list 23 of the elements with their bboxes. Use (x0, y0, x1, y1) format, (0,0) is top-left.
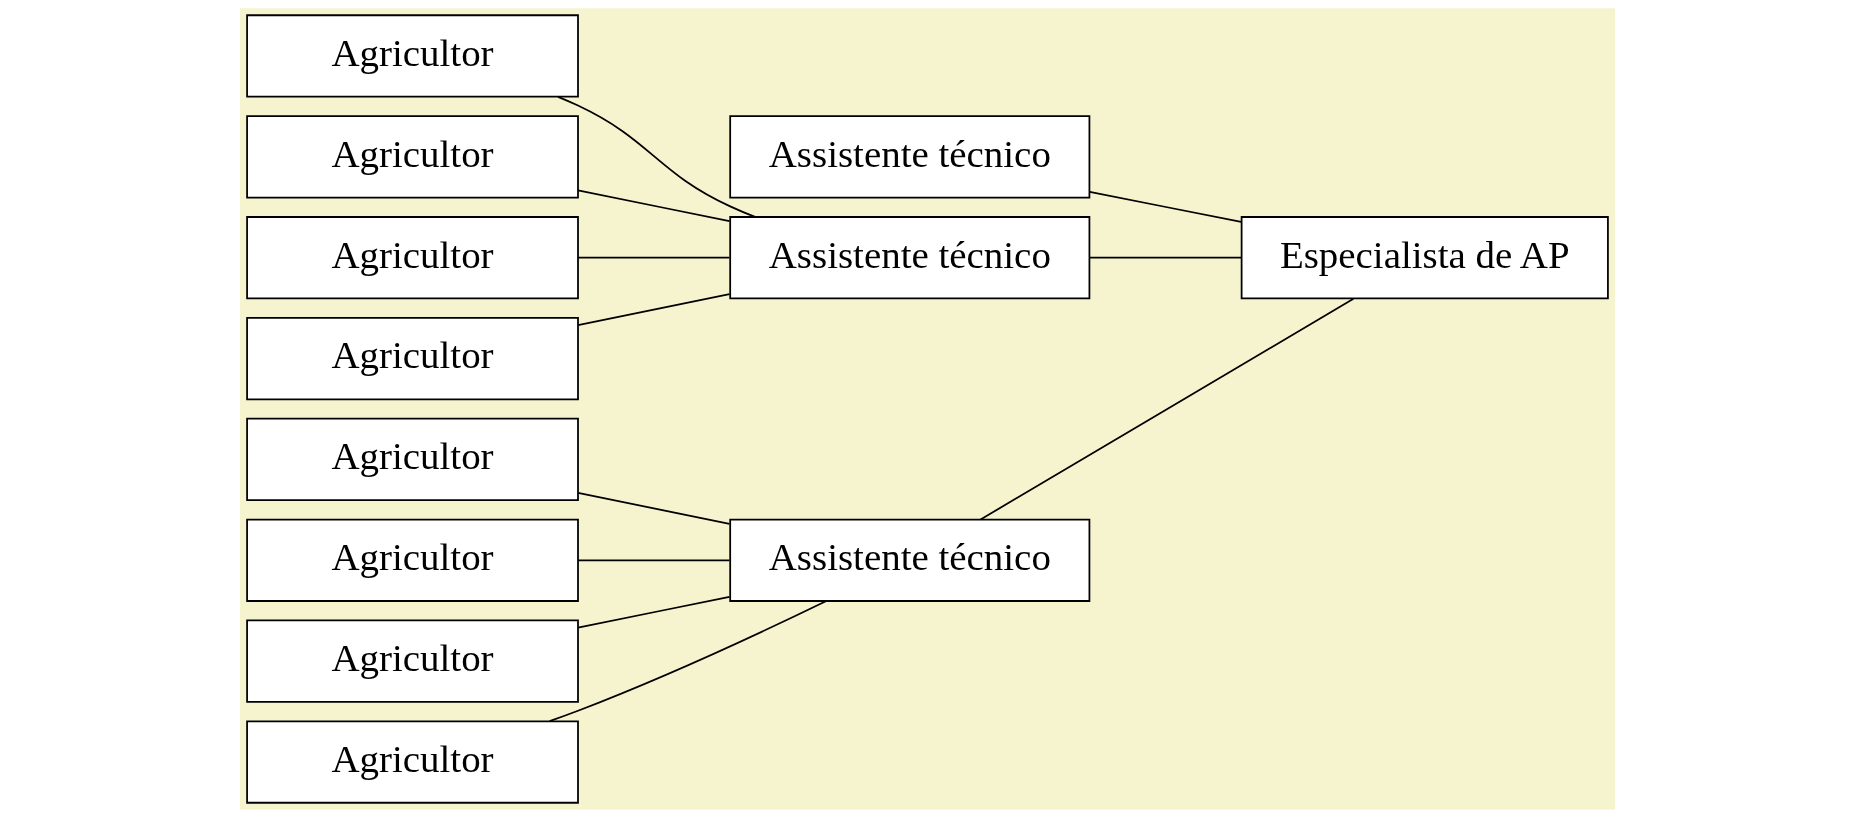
node-box: Assistente técnico (729, 518, 1091, 602)
connector (577, 293, 731, 326)
connector (577, 256, 731, 259)
connector (577, 559, 731, 562)
node-box: Agricultor (246, 518, 579, 602)
node-box: Assistente técnico (729, 216, 1091, 300)
node-box: Agricultor (246, 619, 579, 703)
connector (577, 189, 731, 223)
connector (548, 600, 827, 722)
node-box: Assistente técnico (729, 115, 1091, 199)
node-box: Agricultor (246, 720, 579, 804)
node-box: Agricultor (246, 115, 579, 199)
connector (979, 297, 1355, 521)
connector (577, 595, 731, 629)
connector (577, 492, 731, 525)
connector (1088, 191, 1243, 223)
node-box: Agricultor (246, 316, 579, 401)
node-box: Especialista de AP (1240, 216, 1609, 300)
node-box: Agricultor (246, 14, 579, 98)
node-box: Agricultor (246, 216, 579, 300)
connector (1088, 256, 1243, 259)
node-box: Agricultor (246, 417, 579, 502)
connector (557, 95, 756, 218)
